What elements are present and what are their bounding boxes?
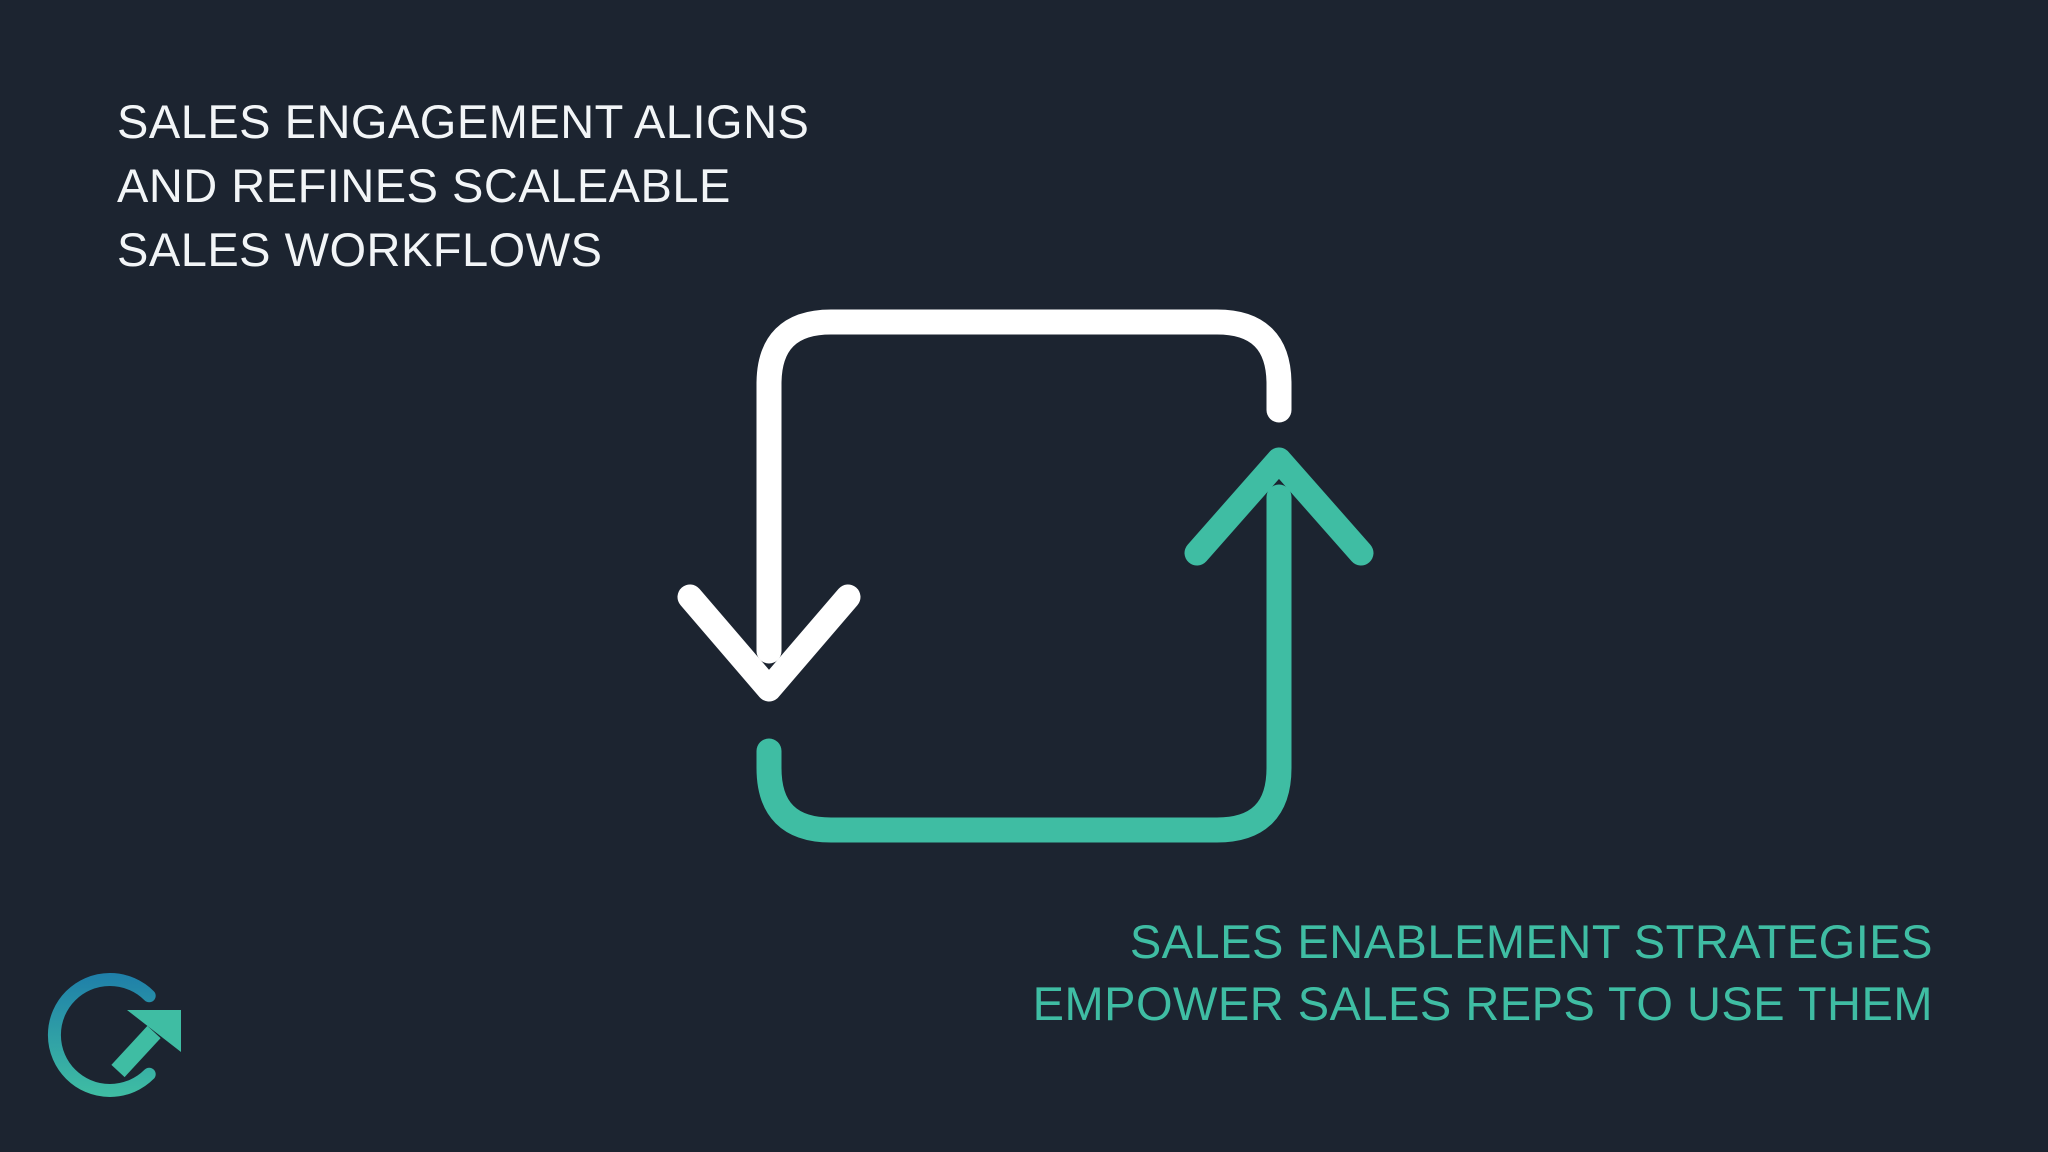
loop-top-rail bbox=[756, 309, 1292, 664]
up-arrowhead bbox=[1184, 447, 1374, 566]
headline: SALES ENGAGEMENT ALIGNS AND REFINES SCAL… bbox=[117, 90, 809, 282]
up-arrow-icon bbox=[756, 447, 1374, 843]
headline-line-3: SALES WORKFLOWS bbox=[117, 223, 603, 276]
down-arrowhead bbox=[677, 584, 861, 702]
logo-ring bbox=[47, 973, 156, 1097]
headline-line-1: SALES ENGAGEMENT ALIGNS bbox=[117, 95, 810, 148]
logo-arrowhead bbox=[127, 1010, 181, 1052]
cycle-loop-icon bbox=[677, 309, 1374, 843]
headline-line-2: AND REFINES SCALEABLE bbox=[117, 159, 731, 212]
caption: SALES ENABLEMENT STRATEGIES EMPOWER SALE… bbox=[1033, 911, 1933, 1035]
caption-line-1: SALES ENABLEMENT STRATEGIES bbox=[1129, 915, 1933, 968]
company-logo bbox=[47, 973, 181, 1097]
loop-bottom-rail bbox=[756, 484, 1292, 843]
logo-arrow-icon bbox=[111, 1010, 181, 1078]
caption-line-2: EMPOWER SALES REPS TO USE THEM bbox=[1032, 977, 1933, 1030]
down-arrow-icon bbox=[677, 309, 1292, 702]
logo-arrow-shaft bbox=[111, 1025, 161, 1078]
